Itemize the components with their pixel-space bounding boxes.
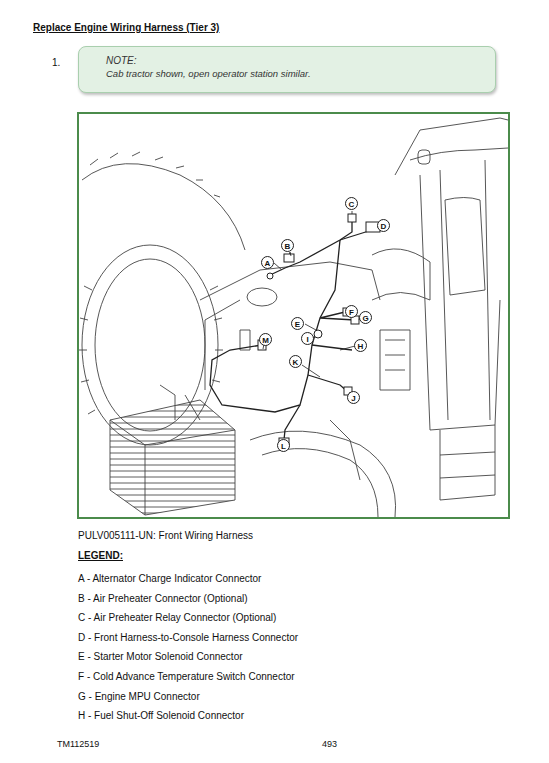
footer-text: TM112519 (57, 738, 99, 750)
callout-text: K (293, 358, 299, 367)
callout-letter: G (359, 311, 372, 324)
callout-text: G (362, 314, 368, 323)
callout-letter: K (289, 355, 302, 368)
legend-entry: C - Air Preheater Relay Connector (Optio… (78, 612, 276, 624)
note-heading: NOTE: (106, 54, 485, 67)
callout-letter: B (281, 239, 294, 252)
footer-text: 493 (322, 738, 337, 750)
legend-entry: A - Alternator Charge Indicator Connecto… (78, 573, 261, 585)
callout-letter: H (354, 339, 367, 352)
callout-letter: A (261, 256, 274, 269)
callout-letter: M (259, 333, 272, 346)
callout-letter: E (291, 317, 304, 330)
callout-letter: D (377, 219, 390, 232)
legend-entry: F - Cold Advance Temperature Switch Conn… (78, 671, 295, 683)
figure-caption: PULV005111-UN: Front Wiring Harness (78, 530, 253, 542)
callout-text: J (351, 394, 355, 403)
note-text: Cab tractor shown, open operator station… (106, 67, 485, 80)
callout-text: D (381, 222, 387, 231)
callout-letter: L (277, 439, 290, 452)
callout-text: H (358, 342, 364, 351)
page-title: Replace Engine Wiring Harness (Tier 3) (33, 22, 219, 34)
callout-text: A (265, 259, 271, 268)
legend-entry: H - Fuel Shut-Off Solenoid Connector (78, 710, 244, 722)
callout-letter: I (301, 332, 314, 345)
callout-text: C (349, 200, 355, 209)
callout-text: I (306, 335, 308, 344)
callout-text: L (281, 442, 286, 451)
callout-text: F (349, 308, 354, 317)
legend-heading: LEGEND: (78, 550, 123, 562)
callout-letter: F (345, 305, 358, 318)
callout-text: M (262, 336, 269, 345)
step-number: 1. (52, 57, 60, 69)
callout-text: B (285, 242, 291, 251)
callout-letter: C (345, 197, 358, 210)
legend-entry: D - Front Harness-to-Console Harness Con… (78, 632, 298, 644)
callout-letter: J (347, 391, 360, 404)
callout-text: E (295, 320, 300, 329)
legend-entry: E - Starter Motor Solenoid Connector (78, 651, 243, 663)
legend-entry: G - Engine MPU Connector (78, 691, 200, 703)
legend-entry: B - Air Preheater Connector (Optional) (78, 593, 248, 605)
note-box: NOTE:Cab tractor shown, open operator st… (78, 46, 496, 93)
